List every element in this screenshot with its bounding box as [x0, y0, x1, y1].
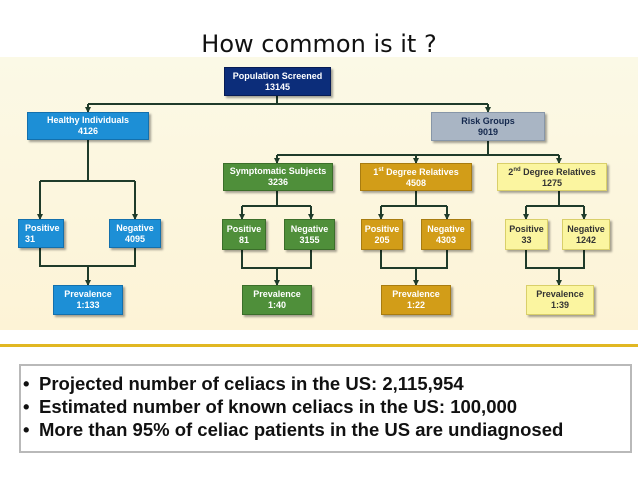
healthy-individuals-label: Healthy Individuals [46, 115, 130, 125]
symptomatic-positive-box: Positive 81 [222, 219, 266, 250]
risk-groups-label: Risk Groups [461, 115, 515, 126]
healthy-individuals-value: 4126 [77, 126, 99, 136]
connector-healthy-merge [39, 248, 136, 267]
population-screened-value: 13145 [264, 81, 291, 92]
risk-groups-box: Risk Groups 9019 [431, 112, 545, 141]
first-prevalence-label: Prevalence [392, 289, 440, 299]
separator-line [0, 344, 638, 347]
healthy-prevalence-label: Prevalence [64, 289, 112, 299]
second-prevalence-box: Prevalence 1:39 [526, 285, 594, 315]
second-positive-label: Positive [509, 223, 544, 234]
first-negative-value: 4303 [435, 234, 457, 245]
slide-title: How common is it ? [201, 30, 437, 58]
bullet-dot: • [23, 419, 30, 440]
bullet-text: More than 95% of celiac patients in the … [39, 419, 564, 440]
first-positive-label: Positive [364, 223, 400, 234]
healthy-positive-label: Positive [25, 222, 60, 233]
healthy-positive-value: 31 [25, 233, 36, 244]
summary-bullets: • Projected number of celiacs in the US:… [19, 364, 632, 453]
first-prevalence-box: Prevalence 1:22 [381, 285, 451, 315]
second-degree-relatives-label: 2nd Degree Relatives [508, 165, 595, 178]
bullet-text: Projected number of celiacs in the US: 2… [39, 373, 464, 394]
second-negative-label: Negative [567, 223, 605, 234]
first-negative-label: Negative [427, 223, 465, 234]
bullet-item: • Estimated number of known celiacs in t… [23, 395, 630, 418]
second-positive-box: Positive 33 [505, 219, 548, 250]
first-degree-sup: st [378, 167, 384, 173]
bullet-text: Estimated number of known celiacs in the… [39, 396, 518, 417]
bullet-dot: • [23, 396, 30, 417]
diagram-background [0, 57, 638, 330]
second-prevalence-label: Prevalence [536, 289, 584, 299]
population-screened-box: Population Screened 13145 [224, 67, 331, 96]
second-degree-ordinal: 2 [508, 167, 514, 177]
healthy-individuals-box: Healthy Individuals 4126 [27, 112, 149, 140]
second-degree-sup: nd [513, 167, 521, 173]
symptomatic-subjects-label: Symptomatic Subjects [229, 166, 327, 176]
connector-second-merge [525, 250, 585, 269]
second-degree-relatives-box: 2nd Degree Relatives 1275 [497, 163, 607, 191]
first-negative-box: Negative 4303 [421, 219, 471, 250]
symptomatic-negative-label: Negative [290, 223, 329, 234]
connector-first-merge [380, 250, 448, 269]
bullet-item: • Projected number of celiacs in the US:… [23, 372, 630, 395]
symptomatic-prevalence-label: Prevalence [253, 289, 301, 299]
healthy-negative-box: Negative 4095 [109, 219, 161, 248]
first-degree-relatives-value: 4508 [405, 178, 427, 188]
symptomatic-negative-box: Negative 3155 [284, 219, 335, 250]
symptomatic-positive-value: 81 [238, 234, 249, 245]
first-positive-value: 205 [374, 234, 390, 245]
healthy-prevalence-value: 1:133 [76, 300, 100, 310]
bullet-dot: • [23, 373, 30, 394]
symptomatic-subjects-box: Symptomatic Subjects 3236 [223, 163, 333, 191]
symptomatic-prevalence-box: Prevalence 1:40 [242, 285, 312, 315]
first-prevalence-value: 1:22 [406, 300, 425, 310]
second-positive-value: 33 [521, 234, 532, 245]
healthy-negative-label: Negative [116, 222, 154, 233]
second-prevalence-value: 1:39 [550, 300, 569, 310]
second-negative-value: 1242 [575, 234, 597, 245]
first-positive-box: Positive 205 [361, 219, 403, 250]
healthy-negative-value: 4095 [124, 233, 146, 244]
symptomatic-positive-label: Positive [226, 223, 262, 234]
second-degree-text: Degree Relatives [520, 167, 596, 177]
first-degree-ordinal: 1 [373, 167, 379, 177]
healthy-positive-box: Positive 31 [18, 219, 64, 248]
first-degree-relatives-label: 1st Degree Relatives [373, 165, 458, 178]
symptomatic-subjects-value: 3236 [267, 177, 289, 187]
symptomatic-prevalence-value: 1:40 [267, 300, 286, 310]
second-negative-box: Negative 1242 [562, 219, 610, 250]
population-screened-label: Population Screened [232, 70, 323, 81]
healthy-prevalence-box: Prevalence 1:133 [53, 285, 123, 315]
first-degree-text: Degree Relatives [383, 167, 459, 177]
first-degree-relatives-box: 1st Degree Relatives 4508 [360, 163, 472, 191]
second-degree-relatives-value: 1275 [541, 178, 563, 188]
risk-groups-value: 9019 [477, 126, 499, 137]
connector-symptomatic-merge [241, 250, 312, 269]
bullet-item: • More than 95% of celiac patients in th… [23, 418, 630, 441]
symptomatic-negative-value: 3155 [299, 234, 320, 245]
